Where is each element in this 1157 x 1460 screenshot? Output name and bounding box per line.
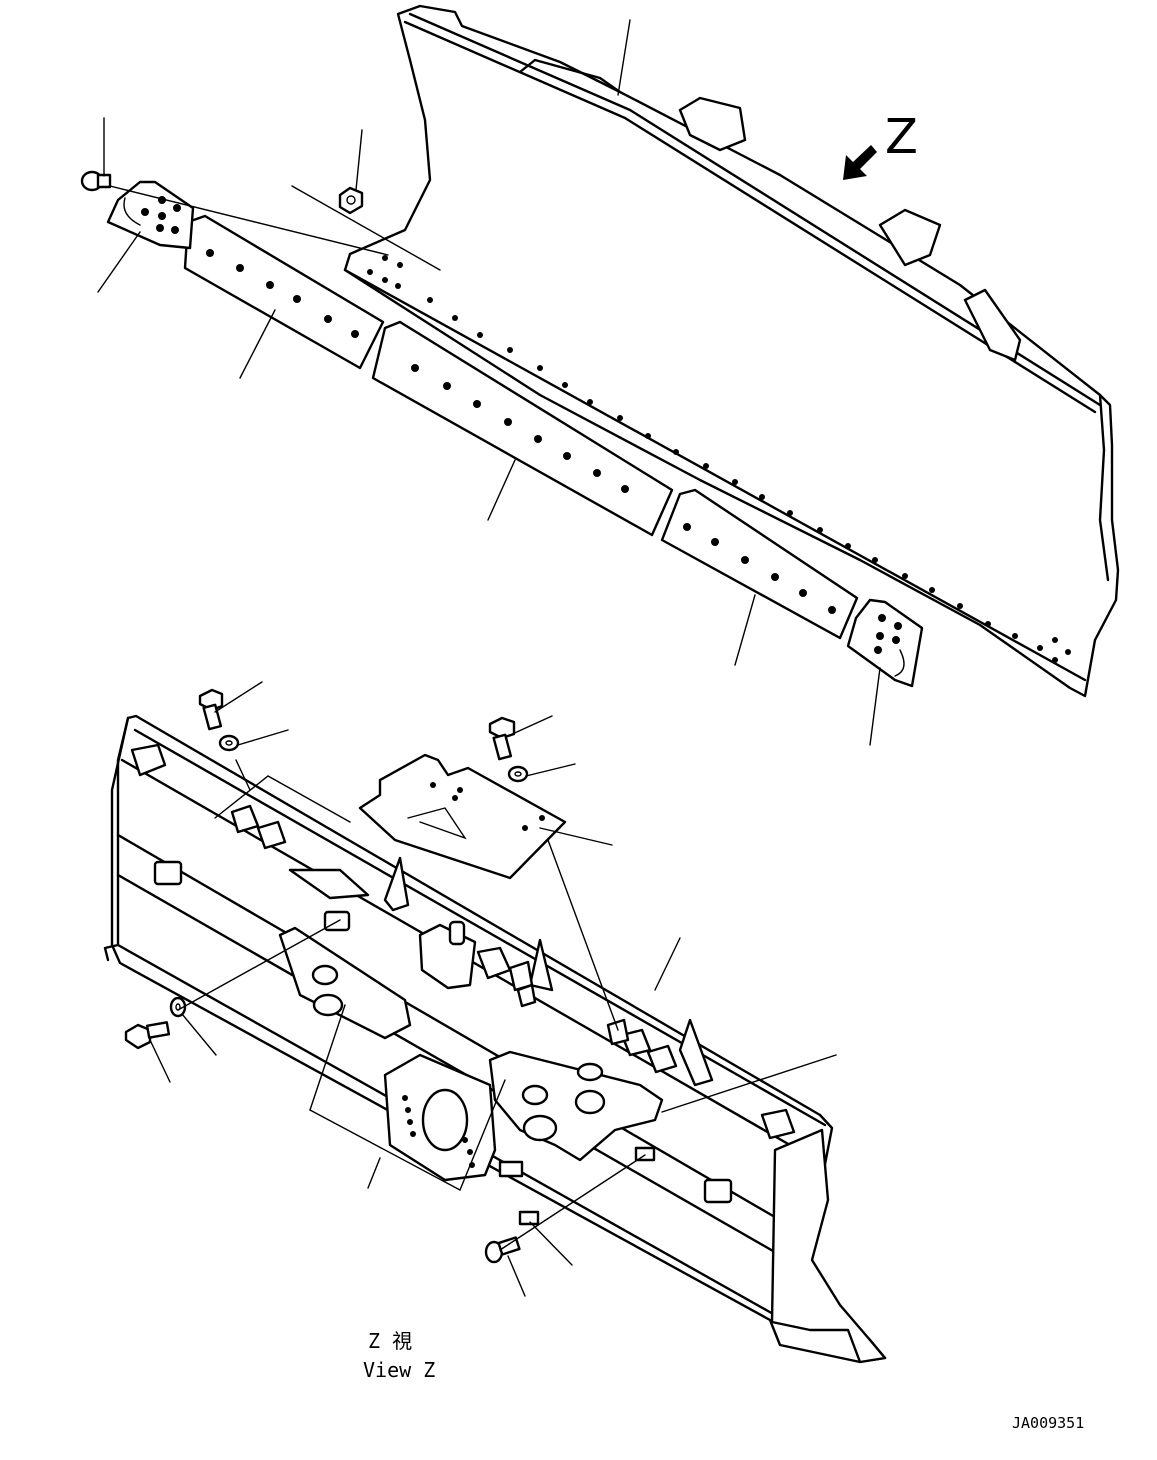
nut-top bbox=[338, 186, 364, 215]
caption-english: View Z bbox=[363, 1358, 435, 1382]
blade-end-right bbox=[1098, 393, 1110, 582]
blade-mount-holes bbox=[367, 255, 1071, 663]
trunnion-eye-3 bbox=[521, 1084, 549, 1106]
view-direction-arrow: Z bbox=[843, 109, 918, 180]
bolt-lower-center bbox=[484, 1236, 521, 1264]
blade-rear-box bbox=[518, 58, 622, 94]
rear-lug-2 bbox=[878, 208, 942, 267]
blade-body bbox=[343, 4, 1120, 698]
blade-top-edge bbox=[408, 12, 1102, 407]
tag-plate-3 bbox=[634, 1146, 656, 1162]
left-eye-2 bbox=[312, 993, 344, 1017]
cutting-edge-right bbox=[660, 488, 859, 640]
top-flange bbox=[133, 728, 827, 1127]
block-3 bbox=[516, 983, 537, 1008]
pivot-bore bbox=[421, 1088, 469, 1152]
blade-bottom-face bbox=[343, 268, 1087, 682]
hanger-block bbox=[288, 868, 370, 900]
center-bracket bbox=[278, 926, 412, 1040]
blade-top-edge-inner bbox=[403, 20, 1097, 414]
gusset-1 bbox=[383, 856, 410, 912]
arrow-down-left-icon bbox=[843, 145, 877, 180]
washer-upper-left bbox=[218, 734, 240, 752]
left-end-plate bbox=[103, 716, 130, 962]
tag-plate-2 bbox=[518, 1210, 540, 1226]
leader-lines-top bbox=[97, 19, 881, 746]
top-pads bbox=[130, 743, 796, 1140]
cutting-edge-center bbox=[371, 320, 674, 537]
rear-lug-1 bbox=[678, 96, 747, 152]
bolt-lower-left bbox=[124, 1021, 171, 1050]
washer-upper-center bbox=[507, 765, 529, 783]
gusset-3 bbox=[678, 1018, 714, 1087]
drawing-code: JA009351 bbox=[1012, 1414, 1084, 1432]
trunnion-eye-4 bbox=[576, 1062, 604, 1082]
caption-japanese: Z 視 bbox=[368, 1329, 412, 1353]
rear-lug-3 bbox=[963, 288, 1022, 362]
blade-rear-view: Z 視 View Z bbox=[103, 681, 887, 1382]
gusset-2 bbox=[528, 938, 554, 992]
blade-front-view: Z bbox=[80, 4, 1120, 746]
leader-lines-bottom bbox=[149, 681, 837, 1297]
trunnion-eye-2 bbox=[574, 1089, 606, 1115]
cylinder-mount bbox=[418, 920, 477, 990]
bolt-upper-center bbox=[488, 716, 516, 761]
cover-plate bbox=[358, 753, 567, 880]
washer-lower-left bbox=[169, 996, 187, 1018]
right-wing bbox=[770, 1128, 887, 1364]
block-4 bbox=[606, 1018, 630, 1046]
tag-plate-1 bbox=[498, 1160, 524, 1178]
end-bit-right bbox=[846, 598, 924, 688]
view-caption: Z 視 View Z bbox=[363, 1329, 435, 1382]
cutting-edge-left bbox=[183, 214, 385, 370]
left-eye-1 bbox=[311, 964, 339, 986]
hanger-strip bbox=[214, 775, 351, 823]
rib-line-1 bbox=[116, 833, 782, 1222]
pivot-bolt-holes bbox=[402, 1095, 475, 1168]
view-direction-label: Z bbox=[885, 109, 918, 165]
trunnion-eye-1 bbox=[522, 1114, 558, 1142]
end-bit-left bbox=[106, 180, 195, 250]
rib-line-2 bbox=[116, 873, 782, 1257]
plow-bolt-top bbox=[80, 170, 112, 192]
